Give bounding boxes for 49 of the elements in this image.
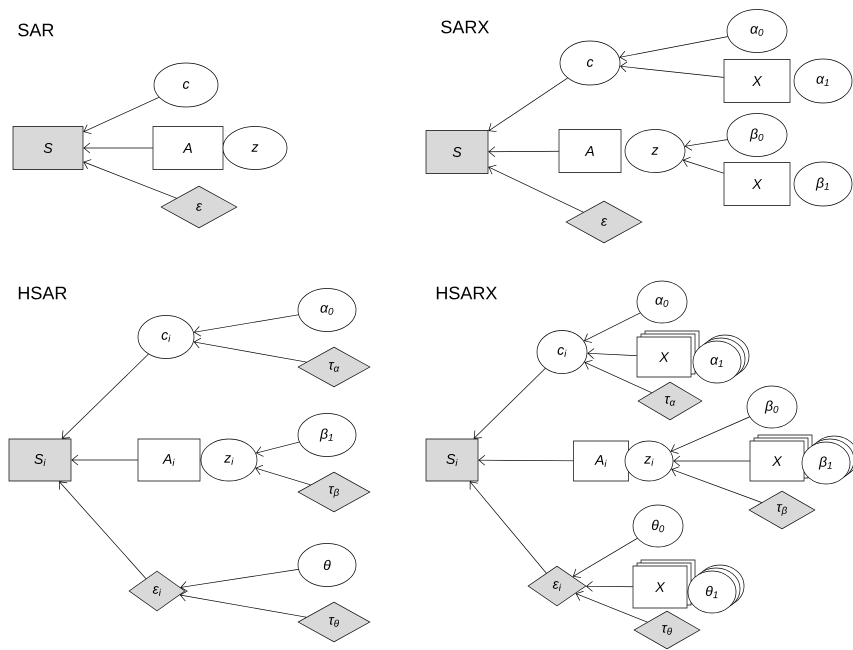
arrow bbox=[584, 312, 641, 343]
arrow bbox=[470, 481, 547, 574]
arrow bbox=[71, 454, 138, 466]
variable-box: A bbox=[558, 129, 622, 173]
arrow bbox=[670, 416, 750, 454]
arrow bbox=[620, 62, 724, 78]
variable-box: X bbox=[750, 440, 804, 482]
arrow bbox=[256, 442, 300, 457]
arrow bbox=[586, 581, 633, 592]
arrow bbox=[83, 96, 160, 134]
variable-box: X bbox=[636, 336, 692, 378]
panel-title: HSAR bbox=[18, 286, 67, 300]
panel-title: HSARX bbox=[436, 286, 497, 300]
arrow bbox=[488, 146, 559, 158]
arrow bbox=[62, 354, 149, 439]
arrow bbox=[671, 466, 762, 503]
arrow bbox=[194, 338, 307, 362]
variable-box: S bbox=[12, 126, 84, 170]
arrow bbox=[194, 314, 299, 337]
variable-box: S$_{i}$ bbox=[8, 438, 72, 482]
arrow bbox=[180, 569, 299, 592]
panel-title: SAR bbox=[18, 24, 54, 36]
variable-box: A bbox=[152, 126, 224, 170]
arrow bbox=[83, 159, 177, 199]
arrow bbox=[59, 481, 146, 579]
variable-box: X bbox=[724, 59, 790, 103]
node-label: β$_{1}$ bbox=[818, 456, 832, 470]
variable-box: S$_{i}$ bbox=[426, 438, 478, 482]
arrow bbox=[584, 360, 652, 394]
panel-title: SARX bbox=[441, 20, 489, 34]
arrow bbox=[180, 590, 307, 618]
variable-box: A$_{i}$ bbox=[573, 440, 629, 482]
arrow bbox=[488, 164, 584, 212]
variable-box: X bbox=[632, 566, 688, 608]
arrow bbox=[684, 139, 728, 151]
arrow bbox=[478, 454, 574, 466]
arrow bbox=[673, 456, 750, 466]
arrow bbox=[474, 368, 546, 439]
arrow bbox=[572, 538, 638, 578]
variable-box: S bbox=[426, 130, 488, 174]
arrow bbox=[576, 590, 648, 622]
arrow bbox=[83, 142, 153, 154]
variable-box: X bbox=[724, 162, 790, 206]
arrow bbox=[587, 348, 637, 359]
arrow bbox=[255, 464, 311, 486]
arrow bbox=[682, 156, 724, 174]
arrow bbox=[619, 36, 728, 62]
arrow bbox=[488, 78, 568, 132]
variable-box: A$_{i}$ bbox=[138, 438, 200, 482]
